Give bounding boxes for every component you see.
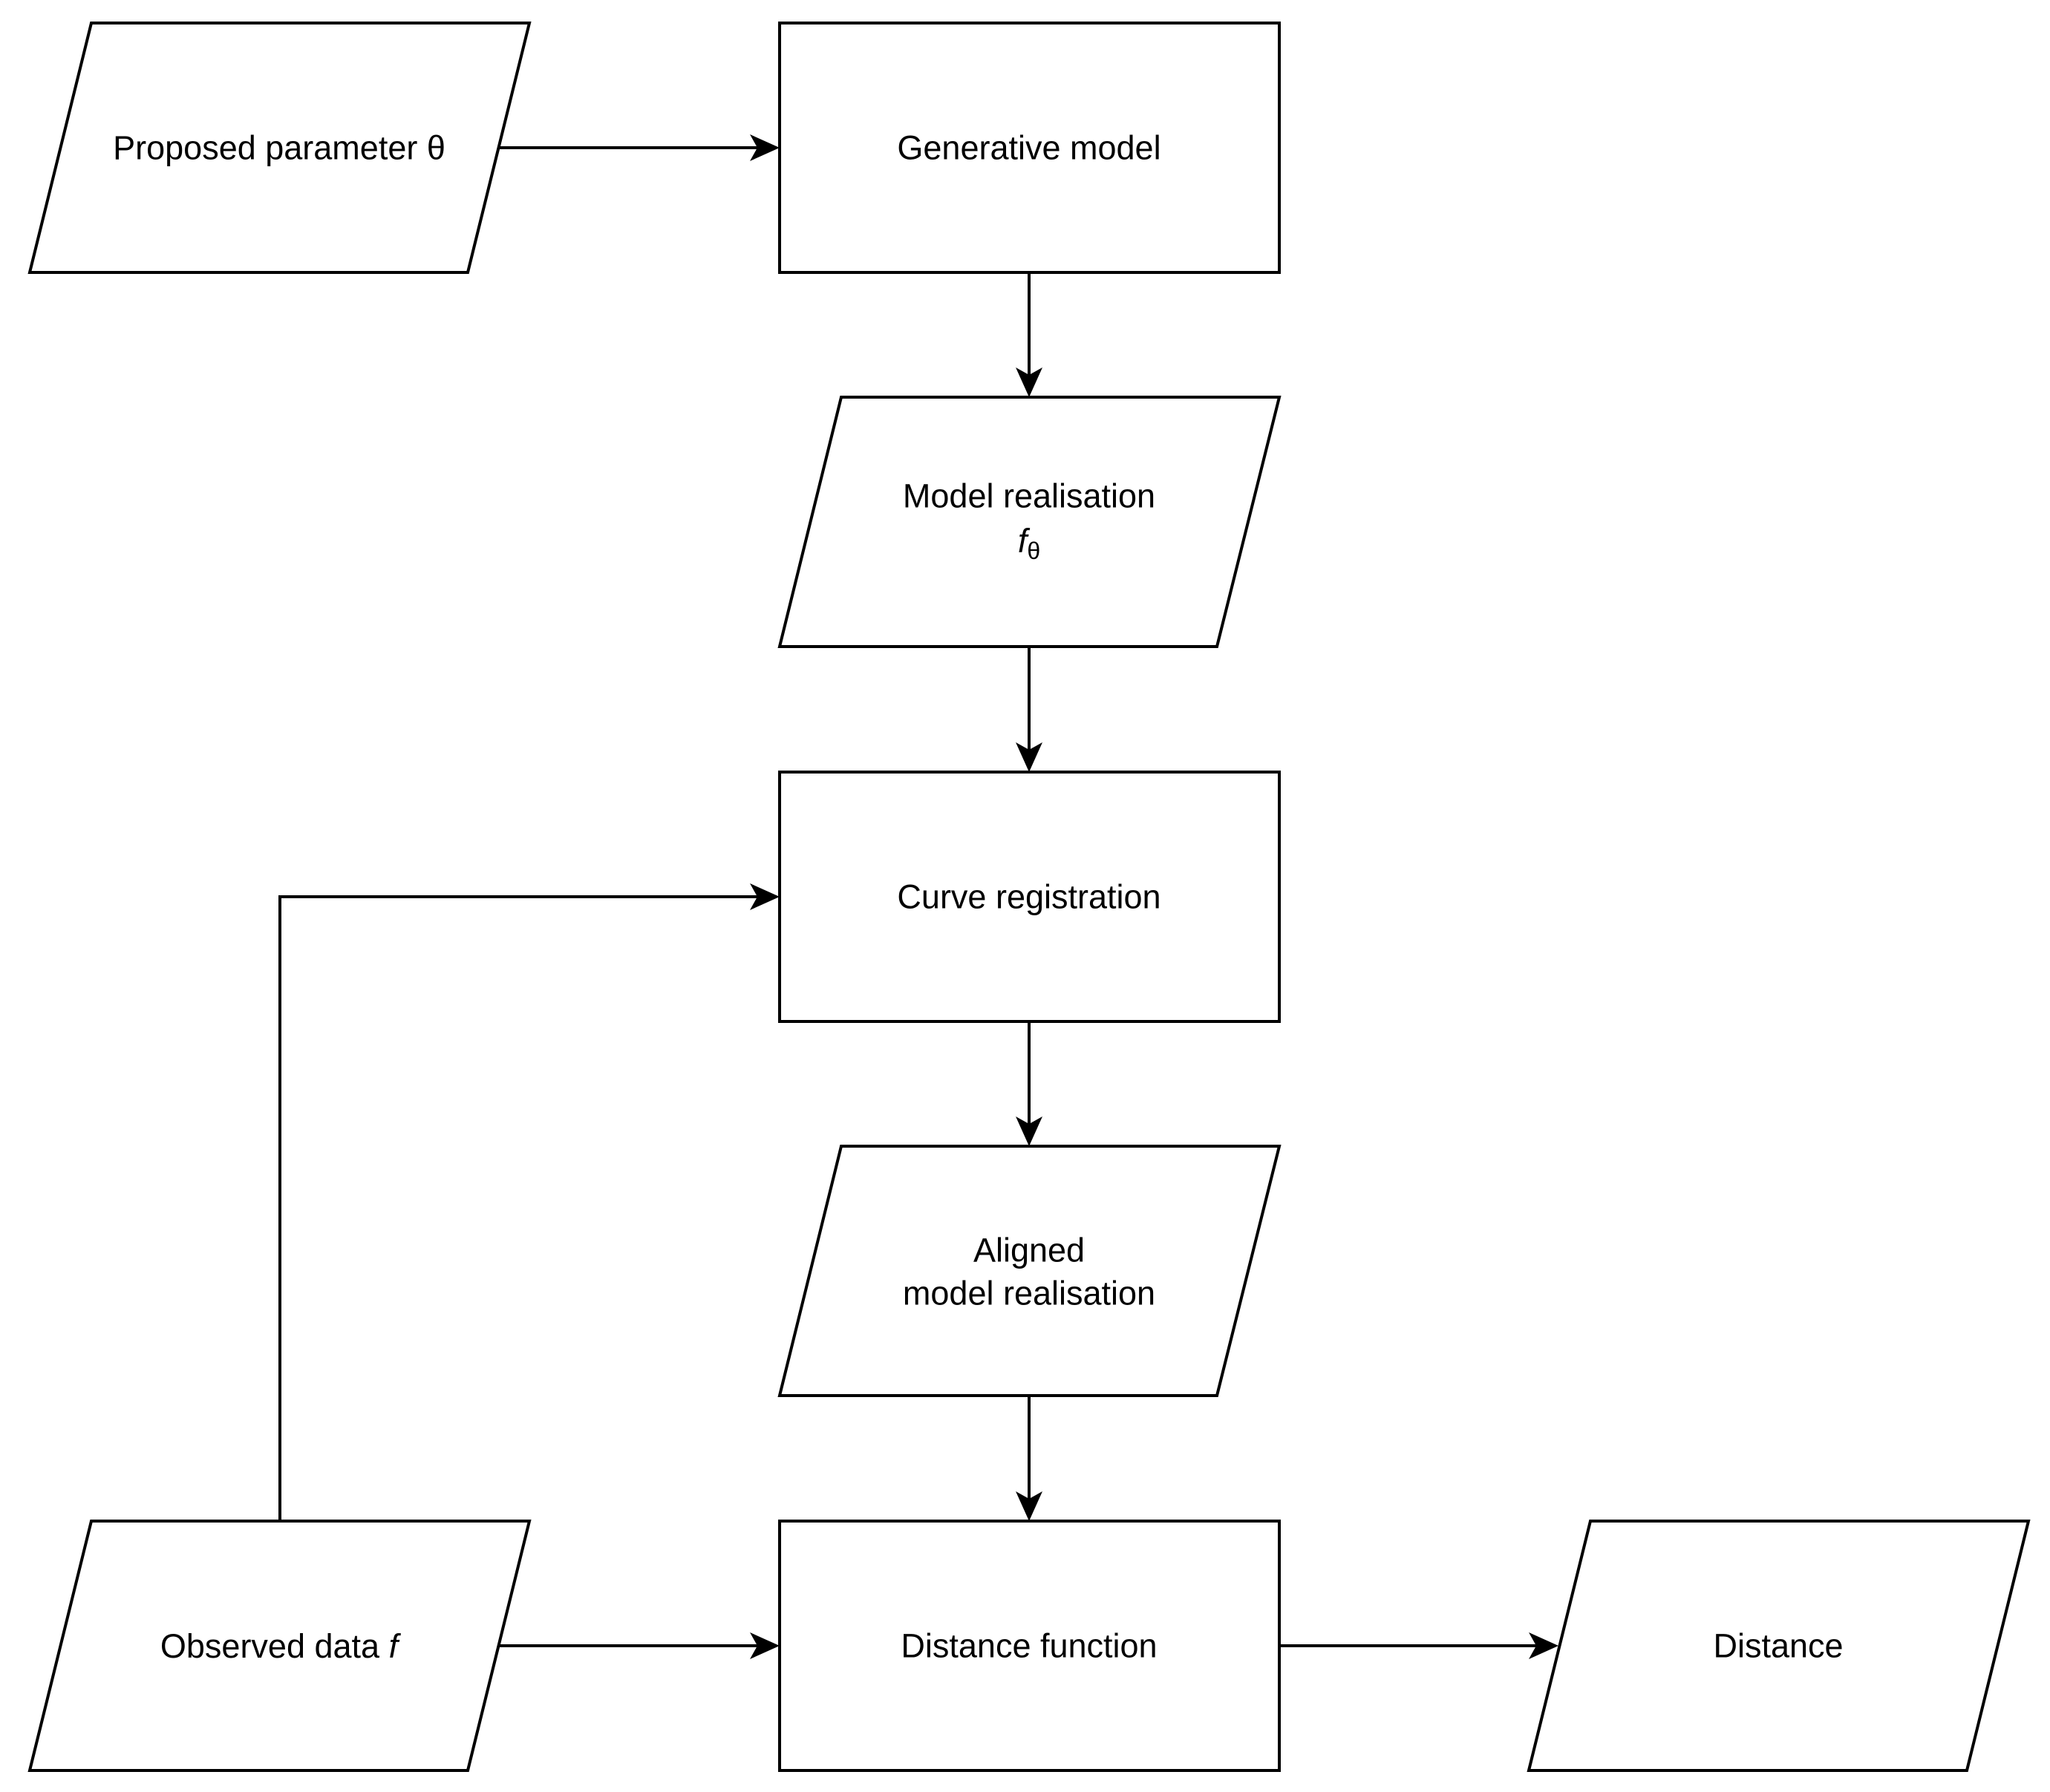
edge-registration-to-aligned bbox=[1016, 1021, 1042, 1146]
distance-label: Distance bbox=[1713, 1627, 1843, 1665]
observed-data-text: Observed data bbox=[160, 1627, 389, 1665]
edge-generative-to-realisation bbox=[1016, 272, 1042, 397]
node-aligned-model-realisation: Aligned model realisation bbox=[777, 1145, 1282, 1397]
edge-distance-function-to-distance bbox=[1279, 1632, 1558, 1659]
edge-realisation-to-registration bbox=[1016, 647, 1042, 772]
edges bbox=[278, 134, 1558, 1659]
edge-aligned-to-distance-function bbox=[1016, 1396, 1042, 1521]
observed-data-label: Observed data f bbox=[160, 1627, 402, 1665]
generative-model-label: Generative model bbox=[897, 129, 1161, 167]
node-observed-data: Observed data f bbox=[27, 1520, 532, 1772]
aligned-model-realisation-line2: model realisation bbox=[903, 1275, 1155, 1312]
node-distance-function: Distance function bbox=[778, 1520, 1281, 1772]
node-curve-registration: Curve registration bbox=[778, 771, 1281, 1023]
node-distance: Distance bbox=[1527, 1520, 2031, 1772]
node-model-realisation: Model realisation fθ bbox=[777, 396, 1282, 648]
proposed-parameter-label: Proposed parameter θ bbox=[113, 129, 445, 167]
model-realisation-subscript: θ bbox=[1027, 537, 1040, 564]
edge-observed-to-registration bbox=[278, 883, 780, 1521]
model-realisation-label: Model realisation bbox=[903, 477, 1155, 515]
aligned-model-realisation-line1: Aligned bbox=[973, 1232, 1085, 1269]
node-generative-model: Generative model bbox=[778, 22, 1281, 274]
node-proposed-parameter: Proposed parameter θ bbox=[27, 22, 532, 274]
edge-proposed-to-generative bbox=[500, 134, 780, 161]
edge-observed-to-distance-function bbox=[500, 1632, 780, 1659]
curve-registration-label: Curve registration bbox=[897, 878, 1161, 916]
distance-function-label: Distance function bbox=[901, 1627, 1157, 1665]
